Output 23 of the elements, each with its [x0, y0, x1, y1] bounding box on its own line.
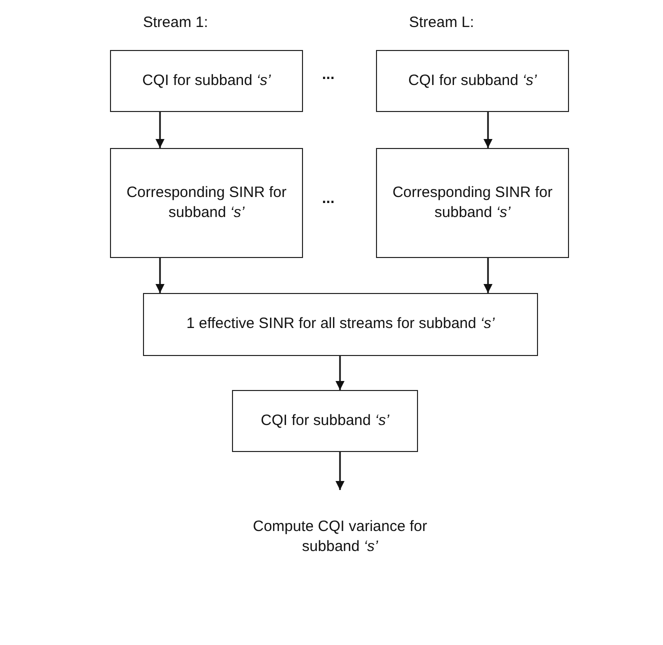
- process-box: [110, 50, 303, 112]
- arrow: [336, 356, 344, 390]
- column-heading: Stream L:: [409, 14, 474, 31]
- box-text: 1 effective SINR for all streams for subband ‘s’: [186, 314, 495, 334]
- box-text: CQI for subband ‘s’: [260, 410, 390, 431]
- box-text: CQI for subband ‘s’: [408, 70, 537, 91]
- arrow: [336, 452, 344, 490]
- arrow: [484, 112, 492, 148]
- arrow: [156, 112, 164, 148]
- process-box: [232, 390, 418, 452]
- ellipsis: ...: [322, 66, 335, 83]
- process-box: [376, 148, 569, 258]
- box-text: Corresponding SINR for subband ‘s’: [125, 182, 288, 223]
- box-text: Corresponding SINR for subband ‘s’: [391, 182, 554, 223]
- result-text: Compute CQI variance for subband ‘s’: [252, 516, 428, 557]
- arrow: [156, 258, 164, 293]
- arrow: [484, 258, 492, 293]
- process-box: [110, 148, 303, 258]
- process-box: [143, 293, 538, 356]
- box-text: CQI for subband ‘s’: [142, 70, 271, 91]
- ellipsis: ...: [322, 190, 335, 207]
- column-heading: Stream 1:: [143, 14, 208, 31]
- process-box: [376, 50, 569, 112]
